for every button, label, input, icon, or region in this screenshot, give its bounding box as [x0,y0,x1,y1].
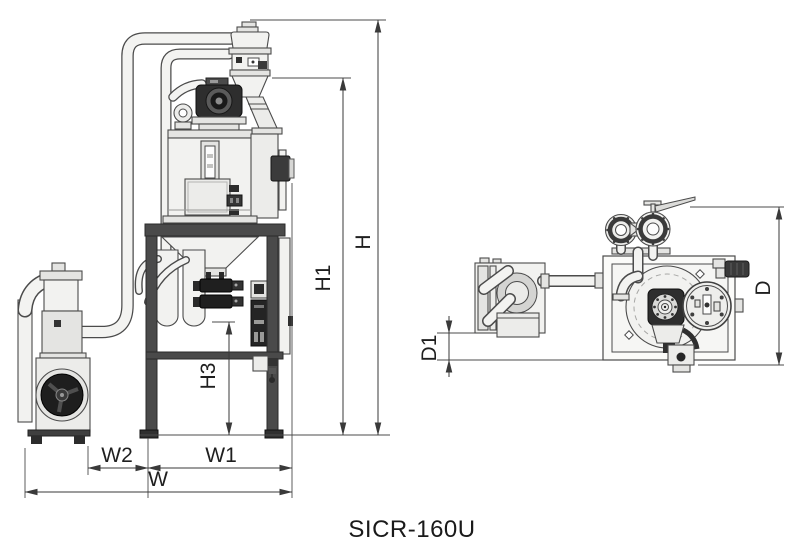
conveying-pipes [73,32,238,339]
dim-label-h3: H3 [197,363,220,390]
foot [139,429,159,439]
dimension-D1: D1 [418,316,614,377]
stand-frame [139,223,286,439]
model-title: SICR-160U [348,516,475,543]
gearbox [647,288,685,326]
dim-label-w1: W1 [205,444,237,467]
top-valve-assembly [604,196,696,261]
solenoid-valves [193,272,244,309]
bottom-fitting [667,344,695,373]
hopper-loader [228,21,283,135]
rotary-valve-flange [682,281,732,331]
dust-filter-tank [43,279,79,312]
cross-beam [145,351,284,360]
electrical-panel [250,299,268,347]
dimension-W2: W2 [87,444,149,475]
dimension-W: W [24,448,293,498]
dim-label-d: D [752,280,775,295]
table-beam [144,223,286,237]
dimension-H: H [250,19,386,436]
dim-label-w2: W2 [101,444,133,467]
dim-label-d1: D1 [418,335,441,362]
right-leg [266,235,279,431]
discharge-chute [245,96,278,129]
left-duct [17,299,33,423]
dim-label-h: H [352,234,375,249]
left-leg [145,235,158,431]
dimension-H3: H3 [197,321,235,436]
front-view: H H1 H3 W2 W1 W [17,19,390,498]
control-panel [184,178,231,216]
unit-foot [74,436,85,444]
valve-lever [654,196,696,213]
loader-dome [230,31,270,49]
side-view: D1 [418,196,784,377]
drying-hopper [162,129,295,224]
dimension-D: D [690,206,784,366]
dimension-W1: W1 [147,183,293,498]
drive-motor-side [712,258,750,279]
dim-label-w: W [148,468,168,491]
dust-filter-lid [39,270,83,281]
blower-unit-side [474,257,546,338]
side-rail [278,237,291,355]
machine-body-side [602,246,750,373]
side-heater-cylinder [270,155,291,182]
vacuum-blower-unit [17,262,91,444]
foot [264,429,284,439]
blower-housing [41,310,83,354]
unit-foot [31,436,42,444]
dim-label-h1: H1 [312,265,335,292]
dimension-H1: H1 [272,77,351,436]
drying-blower-motor [173,77,247,131]
